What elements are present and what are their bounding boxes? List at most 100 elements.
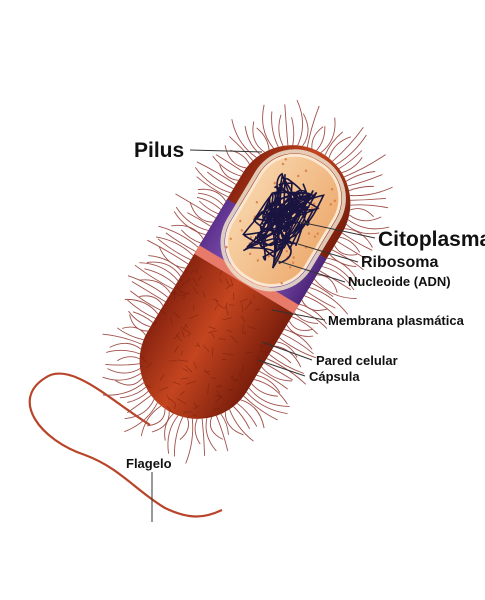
- pilus-hair: [115, 377, 143, 386]
- pilus-hair: [261, 366, 293, 382]
- texture-stroke: [233, 379, 239, 381]
- pilus-hair: [316, 274, 338, 293]
- pilus-hair: [296, 307, 328, 329]
- pilus-hair: [119, 386, 147, 399]
- nucleoide-leader: [274, 259, 346, 283]
- pilus-hair: [139, 295, 164, 307]
- label-flagelo: Flagelo: [126, 456, 172, 471]
- pilus-hair: [194, 167, 232, 194]
- pilus-hair: [185, 418, 194, 464]
- pilus-hair: [124, 298, 159, 315]
- pilus-hair: [128, 310, 151, 328]
- texture-stroke: [166, 395, 170, 401]
- texture-stroke: [208, 326, 216, 330]
- texture-stroke: [192, 286, 199, 295]
- pilus-hair: [167, 415, 179, 454]
- texture-stroke: [169, 317, 173, 325]
- ribosome-dot: [256, 259, 260, 262]
- pilus-hair: [131, 281, 166, 303]
- dna-strand: [262, 183, 303, 251]
- pilus-hair: [350, 204, 389, 209]
- texture-stroke: [193, 402, 198, 408]
- texture-stroke: [176, 398, 187, 405]
- pilus-hair: [246, 391, 288, 415]
- texture-stroke: [192, 414, 197, 416]
- pilus-hair: [321, 266, 355, 291]
- texture-stroke: [183, 410, 188, 414]
- pilus-hair: [324, 131, 343, 156]
- texture-stroke: [230, 335, 238, 344]
- texture-stroke: [179, 391, 185, 396]
- pilus-hair: [299, 303, 327, 325]
- pilus-hair: [196, 196, 222, 210]
- pilus-hair: [197, 188, 227, 202]
- pilus-hair: [347, 174, 383, 187]
- texture-stroke: [181, 329, 185, 338]
- pilus-hair: [205, 418, 217, 452]
- pilus-hair: [304, 295, 338, 319]
- label-citoplasma: Citoplasma: [378, 228, 485, 251]
- texture-stroke: [185, 324, 189, 329]
- pilus-hair: [286, 324, 314, 337]
- ribosome-dot: [313, 235, 317, 238]
- ribosome-dot: [316, 232, 319, 235]
- pilus-hair: [324, 261, 354, 284]
- pilus-hair: [175, 206, 209, 231]
- texture-stroke: [159, 386, 168, 391]
- pilus-hair: [229, 136, 254, 161]
- pilus-hair: [224, 411, 244, 436]
- pilus-hair: [331, 249, 364, 271]
- label-capsula: Cápsula: [309, 369, 360, 384]
- ribosome-dot: [267, 254, 271, 258]
- pilus-hair: [130, 290, 161, 311]
- pilus-hair: [207, 171, 234, 190]
- texture-stroke: [193, 304, 195, 311]
- pilus-hair: [240, 399, 265, 429]
- texture-stroke: [225, 284, 233, 290]
- pilus-hair: [127, 275, 169, 298]
- ribosome-dot: [333, 199, 337, 202]
- pilus-hair: [106, 349, 141, 355]
- texture-stroke: [145, 362, 152, 369]
- texture-stroke: [179, 291, 187, 294]
- citoplasma-leader: [299, 221, 376, 239]
- pilus-hair: [284, 104, 289, 146]
- pilus-hair: [198, 200, 219, 215]
- texture-stroke: [182, 368, 189, 372]
- pilus-hair: [316, 126, 326, 151]
- texture-stroke: [240, 363, 245, 374]
- pilus-hair: [314, 278, 357, 300]
- pilus-hair: [132, 311, 154, 323]
- nucleoid-dna: [242, 172, 325, 269]
- pilus-hair: [311, 282, 334, 298]
- pilus-hair: [341, 232, 373, 251]
- texture-stroke: [215, 394, 223, 398]
- pilus-hair: [302, 113, 309, 147]
- texture-stroke: [190, 269, 195, 274]
- label-pilus: Pilus: [134, 139, 184, 162]
- texture-stroke: [139, 353, 147, 363]
- texture-stroke: [212, 298, 219, 302]
- texture-stroke: [185, 380, 196, 385]
- pilus-hair: [158, 225, 199, 248]
- texture-stroke: [225, 305, 229, 316]
- ribosome-dot: [313, 202, 316, 205]
- pilus-hair: [122, 326, 146, 336]
- ribosome-dot: [285, 249, 288, 253]
- texture-stroke: [181, 292, 191, 297]
- pilus-hair: [253, 379, 288, 405]
- pilus-hair: [196, 176, 229, 198]
- pilus-hair: [157, 238, 191, 261]
- pilus-hair: [181, 229, 201, 244]
- texture-stroke: [170, 291, 177, 296]
- texture-stroke: [193, 361, 198, 370]
- inner-membrane-edge: [220, 149, 346, 292]
- pilus-hair: [158, 246, 186, 269]
- pilus-hair: [350, 197, 387, 201]
- ribosome-dot: [239, 219, 242, 223]
- pilus-hair: [173, 211, 206, 236]
- texture-stroke: [172, 381, 181, 385]
- pilus-hair: [344, 228, 373, 248]
- texture-stroke: [216, 390, 222, 399]
